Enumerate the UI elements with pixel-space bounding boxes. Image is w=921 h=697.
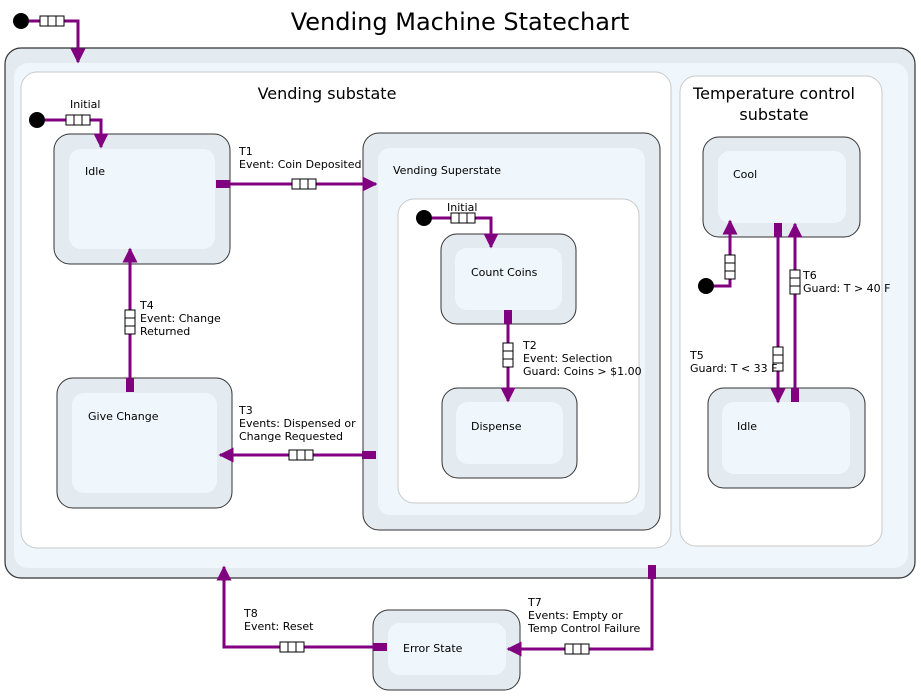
svg-text:T2: T2 (522, 339, 537, 352)
state-idle-label: Idle (85, 165, 105, 178)
event-queue-icon (291, 178, 317, 190)
event-queue-icon (279, 641, 305, 653)
state-dispense-label: Dispense (471, 420, 522, 433)
svg-text:Guard: T < 33 F: Guard: T < 33 F (690, 362, 778, 375)
svg-text:T7: T7 (527, 596, 542, 609)
event-queue-icon (124, 309, 136, 335)
state-count-coins[interactable]: Count Coins (440, 233, 577, 325)
svg-text:T5: T5 (689, 349, 704, 362)
state-count-coins-label: Count Coins (471, 266, 538, 279)
transition-t8[interactable] (216, 565, 373, 649)
transition-label-t8: T8 Event: Reset (243, 607, 314, 633)
state-dispense[interactable]: Dispense (441, 387, 578, 479)
transition-initial-temperature[interactable] (714, 219, 738, 288)
event-queue-icon (772, 346, 784, 372)
transition-t7[interactable] (506, 578, 654, 657)
initial-pseudostate-vending[interactable] (29, 112, 45, 128)
vending-substate-title: Vending substate (258, 84, 397, 103)
svg-text:Event: Change: Event: Change (140, 312, 221, 325)
event-queue-icon (39, 15, 65, 27)
initial-label-superstate: Initial (447, 201, 477, 214)
svg-text:Event: Reset: Event: Reset (244, 620, 314, 633)
state-temp-idle-label: Idle (737, 420, 757, 433)
transition-label-t2: T2 Event: Selection Guard: Coins > $1.00 (522, 339, 642, 378)
initial-pseudostate-temperature[interactable] (698, 278, 714, 294)
initial-label-vending: Initial (70, 98, 100, 111)
state-error[interactable]: Error State (372, 609, 521, 691)
state-give-change[interactable]: Give Change (56, 377, 233, 509)
svg-text:Guard: T > 40 F: Guard: T > 40 F (803, 282, 891, 295)
svg-text:Temp Control Failure: Temp Control Failure (527, 622, 640, 635)
initial-pseudostate-superstate[interactable] (416, 210, 432, 226)
transition-label-t7: T7 Events: Empty or Temp Control Failure (527, 596, 640, 635)
state-give-change-label: Give Change (88, 410, 159, 423)
transition-label-t6: T6 Guard: T > 40 F (802, 269, 891, 295)
svg-text:T6: T6 (802, 269, 817, 282)
svg-text:Change Requested: Change Requested (239, 430, 343, 443)
event-queue-icon (724, 254, 736, 280)
svg-text:T4: T4 (139, 299, 154, 312)
svg-text:Event: Selection: Event: Selection (523, 352, 612, 365)
state-cool[interactable]: Cool (702, 136, 861, 238)
svg-text:Guard: Coins > $1.00: Guard: Coins > $1.00 (523, 365, 642, 378)
event-queue-icon (288, 449, 314, 461)
state-error-label: Error State (403, 642, 463, 655)
event-queue-icon (65, 114, 91, 126)
temperature-region-title-line1: Temperature control (692, 84, 855, 103)
transition-label-t1: T1 Event: Coin Deposited (238, 145, 361, 171)
svg-text:T1: T1 (238, 145, 253, 158)
transition-initial-vending[interactable] (45, 118, 109, 149)
diagram-title: Vending Machine Statechart (291, 8, 630, 36)
transition-label-t3: T3 Events: Dispensed or Change Requested (238, 404, 356, 443)
initial-pseudostate-top[interactable] (13, 13, 29, 29)
svg-text:Event: Coin Deposited: Event: Coin Deposited (239, 158, 361, 171)
state-idle[interactable]: Idle (53, 133, 231, 265)
svg-text:T8: T8 (243, 607, 258, 620)
svg-text:T3: T3 (238, 404, 253, 417)
event-queue-icon (789, 269, 801, 295)
state-vending-superstate-label: Vending Superstate (393, 164, 501, 177)
event-queue-icon (564, 643, 590, 655)
state-cool-label: Cool (733, 168, 757, 181)
svg-text:Events: Dispensed or: Events: Dispensed or (239, 417, 356, 430)
transition-label-t4: T4 Event: Change Returned (139, 299, 221, 338)
event-queue-icon (450, 212, 476, 224)
svg-text:Returned: Returned (140, 325, 190, 338)
temperature-region-title-line2: substate (739, 105, 808, 124)
event-queue-icon (502, 342, 514, 368)
svg-text:Events: Empty or: Events: Empty or (528, 609, 623, 622)
state-temp-idle[interactable]: Idle (707, 387, 866, 489)
transition-label-t5: T5 Guard: T < 33 F (689, 349, 778, 375)
